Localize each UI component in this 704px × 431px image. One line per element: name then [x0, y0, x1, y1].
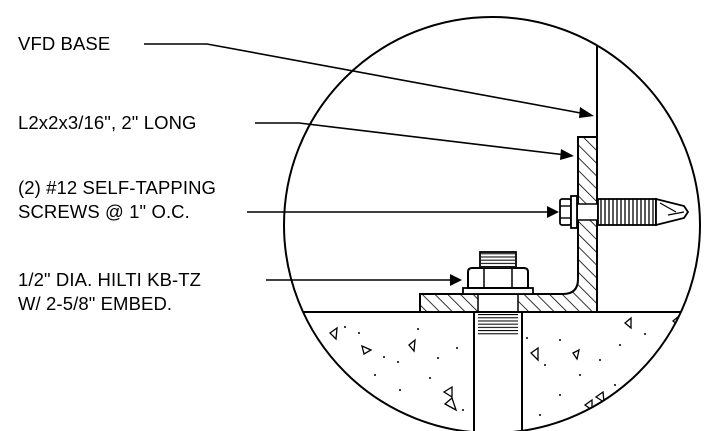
- label-screws-line1: (2) #12 SELF-TAPPING: [18, 177, 216, 198]
- leader-anchor: [266, 274, 462, 286]
- self-tapping-screw: [559, 195, 690, 229]
- leader-lines: [144, 43, 594, 286]
- label-vfd-base: VFD BASE: [18, 33, 110, 54]
- label-anchor-line2: W/ 2-5/8" EMBED.: [18, 293, 172, 314]
- label-screws-line2: SCREWS @ 1" O.C.: [18, 201, 190, 222]
- anchor-bolt: [462, 251, 534, 431]
- label-anchor-line1: 1/2" DIA. HILTI KB-TZ: [18, 269, 201, 290]
- leader-angle: [255, 122, 574, 160]
- leader-screws: [247, 206, 559, 218]
- detail-circle: [283, 16, 701, 431]
- leader-vfd-base: [144, 43, 594, 118]
- label-angle: L2x2x3/16", 2" LONG: [18, 112, 197, 133]
- steel-angle: [419, 136, 598, 313]
